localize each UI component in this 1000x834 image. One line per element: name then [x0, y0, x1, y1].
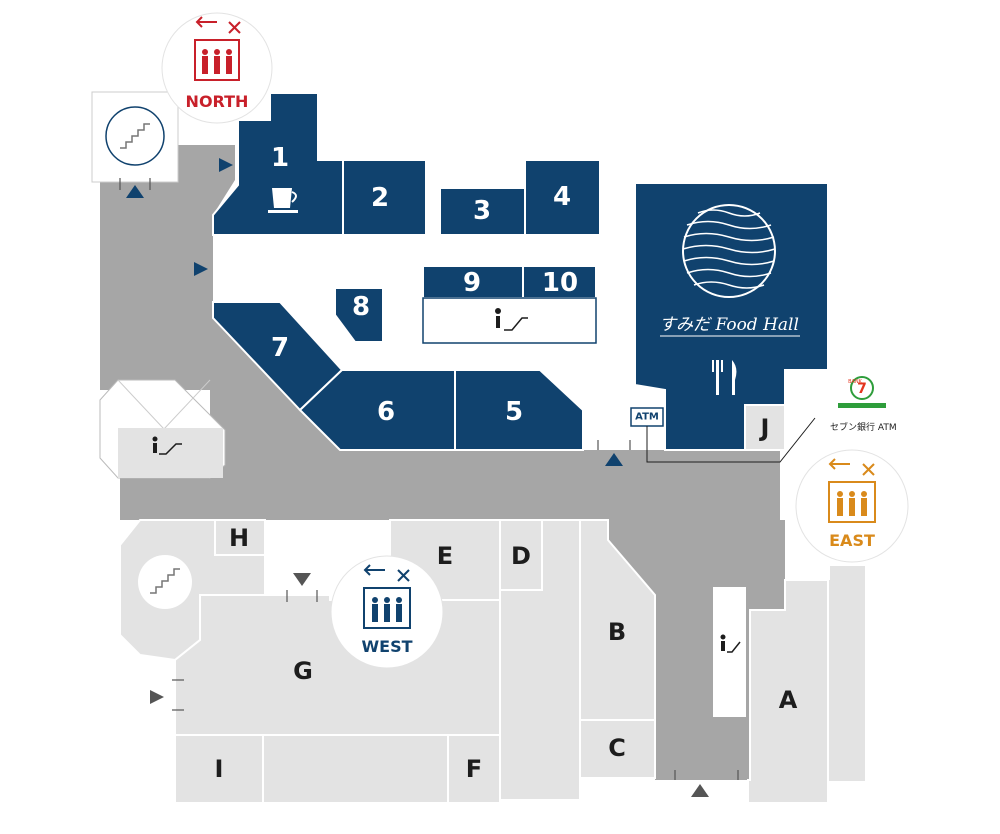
escalator-icon — [495, 308, 528, 331]
store-label-6: 6 — [377, 397, 395, 427]
elevator-icon — [363, 564, 411, 629]
store-label-8: 8 — [352, 292, 370, 322]
elevator-icon — [828, 458, 876, 523]
elevator-west-badge[interactable]: WEST — [330, 555, 444, 669]
store-10[interactable] — [522, 265, 597, 299]
elevator-west-label: WEST — [361, 637, 412, 656]
escalator-icon — [152, 436, 182, 455]
knife-fork-icon — [712, 360, 737, 395]
store-H[interactable] — [214, 519, 266, 556]
seven-bank-logo: 7 BANK — [838, 376, 886, 408]
store-label-E: E — [437, 542, 453, 570]
store-label-10: 10 — [542, 268, 578, 298]
entrance-arrow-icon — [126, 158, 623, 466]
store-label-C: C — [608, 734, 626, 762]
store-unlabeled-east — [827, 564, 867, 783]
store-label-D: D — [511, 542, 531, 570]
store-label-A: A — [779, 686, 798, 714]
elevator-east-label: EAST — [829, 531, 875, 550]
store-C[interactable] — [579, 719, 656, 779]
store-6[interactable] — [298, 369, 456, 451]
store-label-2: 2 — [371, 183, 389, 213]
store-label-J: J — [759, 414, 770, 442]
store-label-G: G — [293, 657, 313, 685]
store-label-5: 5 — [505, 397, 523, 427]
stairs-icon — [138, 555, 192, 609]
elevator-north-label: NORTH — [186, 92, 249, 111]
store-label-H: H — [229, 524, 249, 552]
store-J[interactable] — [744, 404, 786, 451]
corridor-area — [92, 145, 785, 780]
store-3[interactable] — [439, 187, 526, 236]
store-I[interactable] — [174, 734, 264, 804]
store-F[interactable] — [447, 734, 501, 804]
seven-bank-caption: セブン銀行 ATM — [830, 421, 897, 433]
store-8[interactable] — [334, 287, 384, 343]
store-label-3: 3 — [473, 196, 491, 226]
store-5[interactable] — [454, 369, 584, 451]
food-hall-name: すみだ Food Hall — [659, 315, 799, 335]
svg-text:7: 7 — [857, 381, 867, 397]
elevator-north-badge[interactable]: NORTH — [161, 12, 273, 124]
store-label-9: 9 — [463, 268, 481, 298]
store-unlabeled-bottom — [262, 734, 449, 804]
elevator-east-badge[interactable]: EAST — [795, 449, 909, 563]
store-label-B: B — [608, 618, 626, 646]
food-hall-globe — [682, 204, 776, 298]
store-4[interactable] — [524, 159, 601, 236]
coffee-cup-icon — [268, 188, 298, 213]
store-label-F: F — [466, 755, 482, 783]
escalator-box-north — [422, 297, 597, 344]
store-label-7: 7 — [271, 333, 289, 363]
elevator-icon — [194, 16, 241, 81]
seven-bank-logo-text: BANK — [848, 379, 863, 385]
store-label-1: 1 — [271, 143, 289, 173]
atm-badge-label: ATM — [635, 412, 659, 423]
store-2[interactable] — [342, 159, 427, 236]
atm-leader-line — [646, 417, 816, 463]
entrance-arrow-icon — [150, 573, 709, 797]
store-label-I: I — [215, 755, 224, 783]
escalator-icon — [720, 634, 741, 653]
store-label-4: 4 — [553, 182, 571, 212]
